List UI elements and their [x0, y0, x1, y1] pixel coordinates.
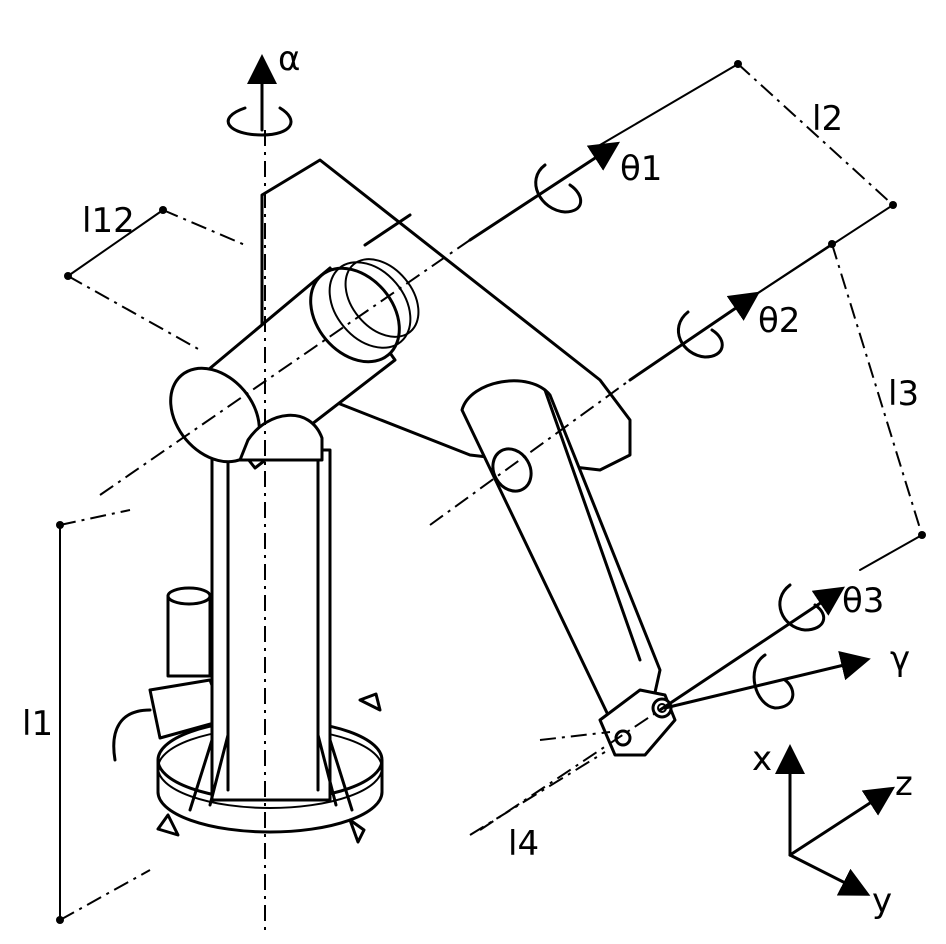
dimension-l1: l1	[22, 509, 151, 924]
gamma-label: γ	[890, 639, 910, 679]
alpha-rotation-icon	[226, 106, 293, 137]
theta3-rotation-icon	[778, 583, 826, 632]
gamma-axis-arrow	[663, 651, 871, 710]
base-motor	[112, 586, 227, 762]
column	[188, 448, 354, 812]
theta3-axis-dashed	[479, 709, 661, 831]
theta3-label: θ3	[842, 581, 884, 621]
gamma-rotation-icon	[752, 653, 795, 710]
theta2-rotation-icon	[676, 310, 724, 359]
l12-label: l12	[82, 201, 135, 241]
forearm	[460, 379, 662, 742]
dimension-l3: l3	[754, 240, 926, 571]
theta1-rotation-icon	[534, 163, 583, 214]
theta2-axis-dashed	[429, 379, 631, 526]
y-axis-label: y	[872, 881, 892, 921]
l4-label: l4	[508, 824, 539, 864]
z-axis-label: z	[895, 764, 913, 804]
dimension-l12: l12	[64, 201, 246, 351]
theta1-label: θ1	[620, 149, 662, 189]
wrist	[598, 688, 677, 757]
coordinate-frame: x z y	[752, 739, 913, 921]
dimension-l4: l4	[469, 731, 611, 864]
l1-label: l1	[22, 704, 53, 744]
theta1-axis-arrow	[468, 141, 621, 242]
alpha-label: α	[278, 39, 300, 79]
theta1-axis-dashed	[99, 239, 471, 496]
theta2-label: θ2	[758, 301, 800, 341]
theta3-axis-arrow	[658, 586, 845, 712]
x-axis-label: x	[752, 739, 772, 779]
l3-label: l3	[888, 374, 919, 414]
l2-label: l2	[812, 99, 843, 139]
theta2-axis-arrow	[628, 291, 760, 382]
shoulder-cylinder	[169, 258, 420, 470]
